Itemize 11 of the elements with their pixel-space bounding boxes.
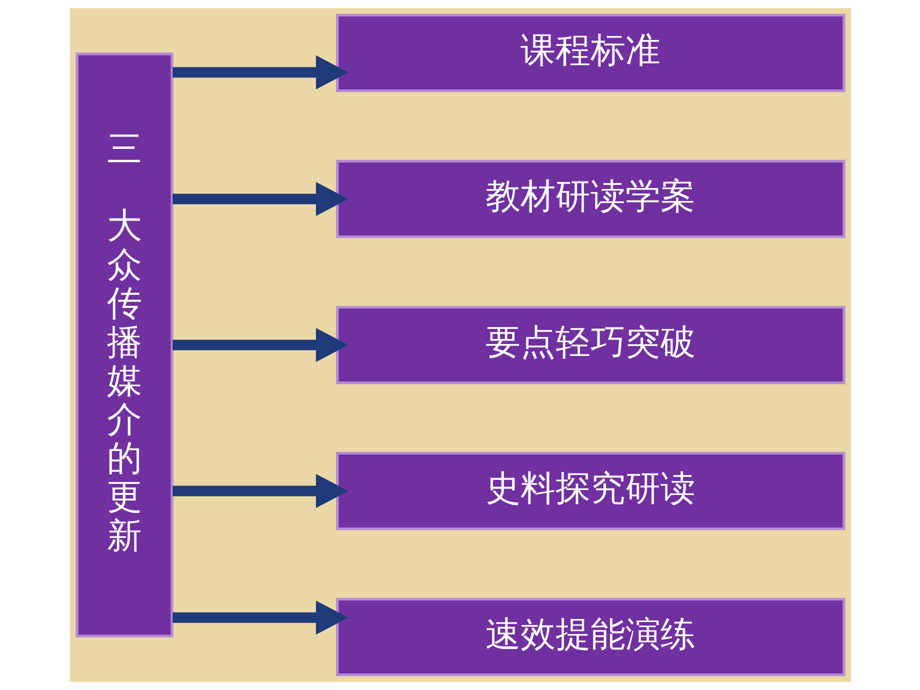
arrow [172, 328, 348, 362]
node-box: 课程标准 [336, 14, 845, 92]
node-box: 史料探究研读 [336, 452, 845, 530]
node-box: 速效提能演练 [336, 598, 845, 676]
arrow [172, 474, 348, 508]
node-box: 三 大众传播媒介的更新 [75, 52, 173, 638]
arrow [172, 55, 348, 90]
arrow [172, 182, 348, 216]
arrow [172, 600, 348, 635]
node-box: 教材研读学案 [336, 160, 845, 238]
node-box: 要点轻巧突破 [336, 306, 845, 384]
